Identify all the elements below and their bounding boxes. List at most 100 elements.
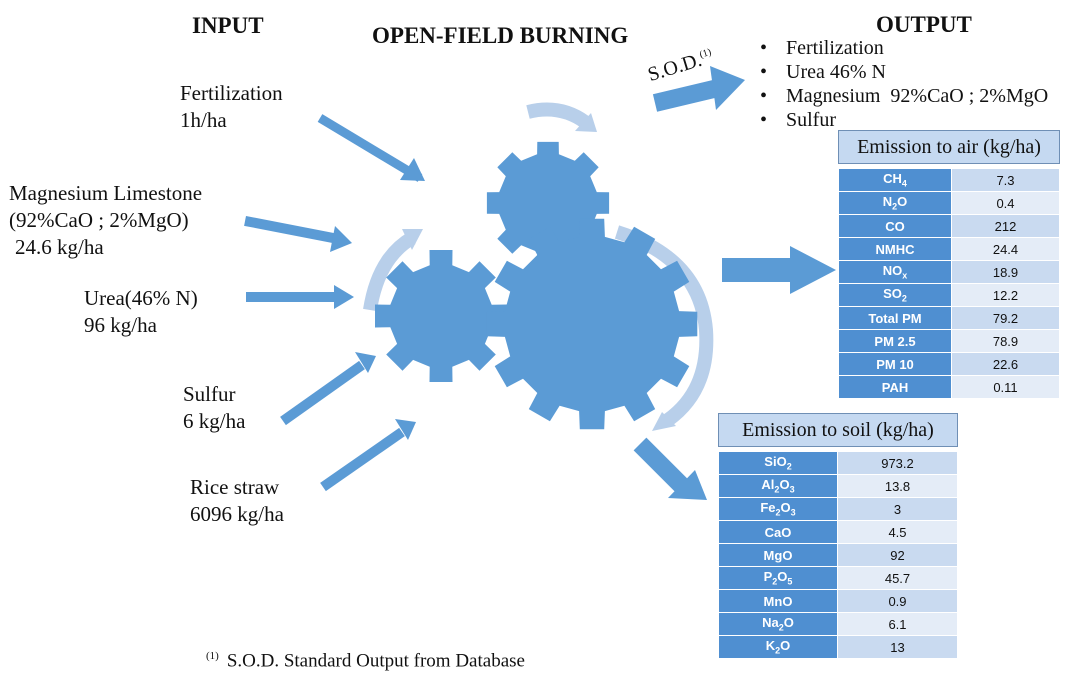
arrow-limestone [244,215,335,243]
gear-small [375,250,507,382]
process-header: OPEN-FIELD BURNING [372,23,629,48]
input-name: Magnesium Limestone [9,181,203,205]
value-cell: 92 [837,543,958,567]
value-cell: 22.6 [951,352,1060,376]
compound-cell: N2O [838,191,952,215]
value-cell: 212 [951,214,1060,238]
compound-cell: K2O [718,635,838,659]
arrow-urea [246,292,336,302]
arrowhead-soil [668,470,707,500]
output-item: Sulfur [760,108,1048,132]
output-header: OUTPUT [876,12,972,37]
arrow-sod [652,79,721,112]
compound-cell: Fe2O3 [718,497,838,521]
gear-top [486,141,610,265]
compound-cell: NOx [838,260,952,284]
compound-cell: CaO [718,520,838,544]
air-table-title: Emission to air (kg/ha) [838,130,1060,164]
gears [375,141,698,430]
arrowhead-rice-straw [395,419,416,440]
input-magnesium-limestone: Magnesium Limestone (92%CaO ; 2%MgO) 24.… [9,180,202,261]
value-cell: 78.9 [951,329,1060,353]
input-rice-straw: Rice straw 6096 kg/ha [190,474,284,528]
compound-cell: PAH [838,375,952,399]
compound-cell: SiO2 [718,451,838,475]
rotation-arrow-right [614,225,714,426]
compound-cell: MnO [718,589,838,613]
input-value: 6096 kg/ha [190,502,284,526]
arrow-soil [633,437,689,493]
input-fertilization: Fertilization 1h/ha [180,80,283,134]
arrowhead-limestone [330,226,352,252]
input-name: Urea(46% N) [84,286,198,310]
value-cell: 45.7 [837,566,958,590]
rotation-arrows [363,102,714,431]
arrow-rice-straw [320,427,405,492]
compound-cell: SO2 [838,283,952,307]
arrow-air [722,258,792,282]
rotation-arrow-left [363,231,416,312]
arrow-fertilization [317,114,423,182]
value-cell: 973.2 [837,451,958,475]
input-header: INPUT [192,13,264,38]
rotation-arrow-top [526,102,590,128]
input-value: 1h/ha [180,108,227,132]
value-cell: 0.11 [951,375,1060,399]
value-cell: 6.1 [837,612,958,636]
value-cell: 13 [837,635,958,659]
arrowhead-urea [334,285,354,309]
input-arrows [244,114,425,492]
input-name: Sulfur [183,382,236,406]
compound-cell: CO [838,214,952,238]
footnote-text: S.O.D. Standard Output from Database [226,650,525,672]
value-cell: 24.4 [951,237,1060,261]
arrowhead-fertilization [400,158,425,181]
compound-cell: Na2O [718,612,838,636]
gear-large [486,218,698,430]
value-cell: 7.3 [951,168,1060,192]
footnote-marker: (1) [206,650,219,662]
input-value: 24.6 kg/ha [15,235,104,259]
compound-cell: P2O5 [718,566,838,590]
compound-cell: PM 2.5 [838,329,952,353]
input-name: Fertilization [180,81,283,105]
input-urea: Urea(46% N) 96 kg/ha [84,285,198,339]
input-value: 96 kg/ha [84,313,157,337]
arrowhead-sulfur [355,352,376,373]
arrow-sulfur [280,360,365,426]
value-cell: 4.5 [837,520,958,544]
output-item: Magnesium 92%CaO ; 2%MgO [760,84,1048,108]
compound-cell: NMHC [838,237,952,261]
value-cell: 13.8 [837,474,958,498]
output-item: Fertilization [760,36,1048,60]
value-cell: 0.4 [951,191,1060,215]
footnote: (1) S.O.D. Standard Output from Database [206,650,525,672]
arrowhead-air [790,246,836,294]
soil-table-title: Emission to soil (kg/ha) [718,413,958,447]
compound-cell: PM 10 [838,352,952,376]
value-cell: 79.2 [951,306,1060,330]
value-cell: 0.9 [837,589,958,613]
output-list: Fertilization Urea 46% N Magnesium 92%Ca… [760,36,1048,132]
input-value: 6 kg/ha [183,409,246,433]
